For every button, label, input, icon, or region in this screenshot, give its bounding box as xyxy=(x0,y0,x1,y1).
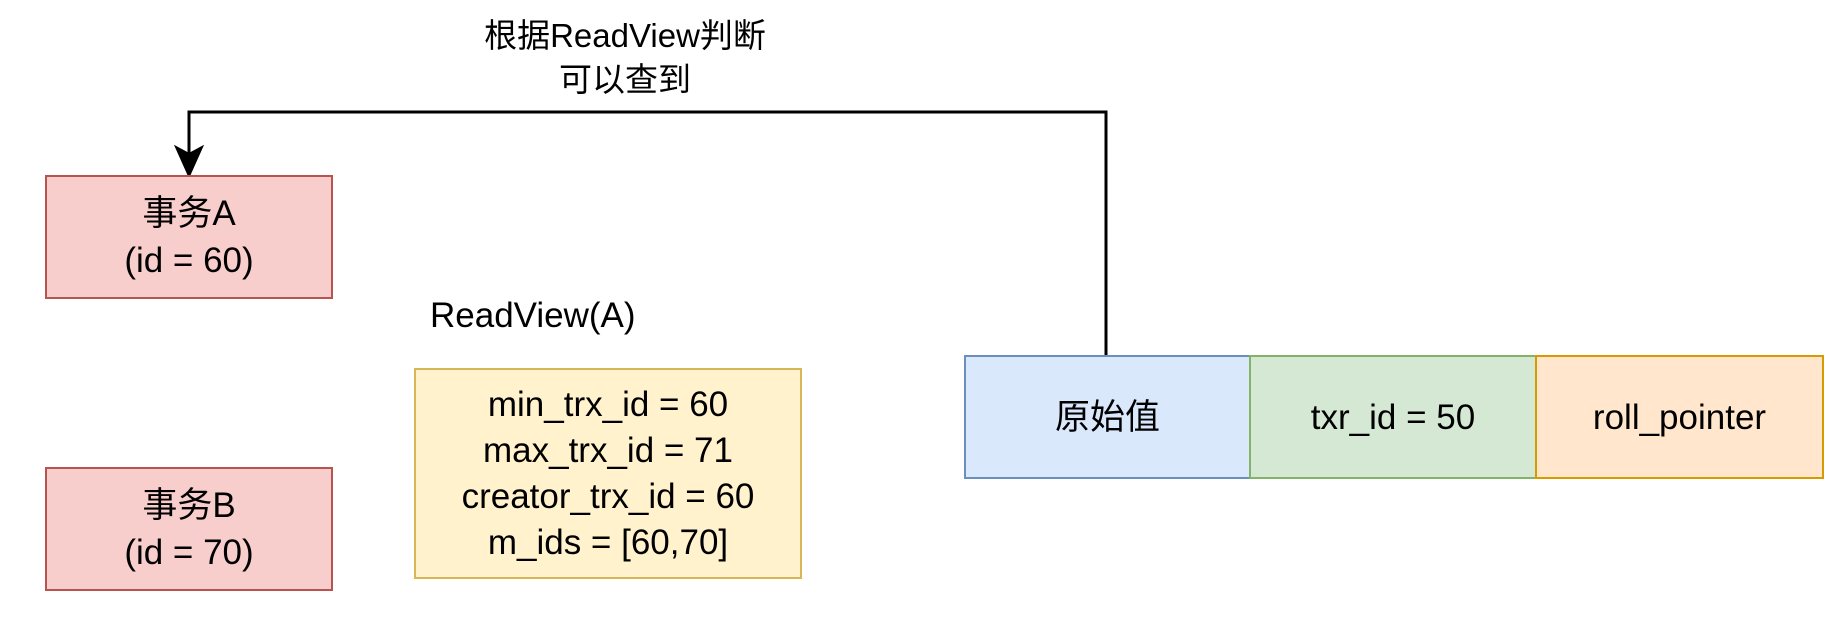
readview-box: min_trx_id = 60 max_trx_id = 71 creator_… xyxy=(414,368,802,579)
transaction-a-id: (id = 60) xyxy=(124,241,254,280)
record-value-text: 原始值 xyxy=(1054,397,1160,437)
transaction-b-box: 事务B (id = 70) xyxy=(45,467,333,591)
transaction-a-box: 事务A (id = 60) xyxy=(45,175,333,299)
arrowhead-icon xyxy=(173,144,205,179)
arrow-label-line-2: 可以查到 xyxy=(559,61,691,98)
transaction-b-name: 事务B xyxy=(142,486,236,525)
readview-m-ids: m_ids = [60,70] xyxy=(487,522,729,562)
record-value-cell: 原始值 xyxy=(964,355,1251,479)
record-roll-pointer-cell: roll_pointer xyxy=(1535,355,1824,479)
record-txr-id-text: txr_id = 50 xyxy=(1310,397,1476,437)
readview-max-trx-id: max_trx_id = 71 xyxy=(483,430,733,470)
record-txr-id-cell: txr_id = 50 xyxy=(1249,355,1537,479)
arrow-label-line-1: 根据ReadView判断 xyxy=(484,17,766,54)
readview-creator-trx-id: creator_trx_id = 60 xyxy=(461,476,755,516)
readview-title: ReadView(A) xyxy=(430,296,636,335)
transaction-a-name: 事务A xyxy=(142,194,236,233)
record-roll-pointer-text: roll_pointer xyxy=(1592,397,1767,437)
readview-min-trx-id: min_trx_id = 60 xyxy=(487,384,729,424)
arrow-label: 根据ReadView判断 可以查到 xyxy=(445,14,805,102)
transaction-b-id: (id = 70) xyxy=(124,533,254,572)
